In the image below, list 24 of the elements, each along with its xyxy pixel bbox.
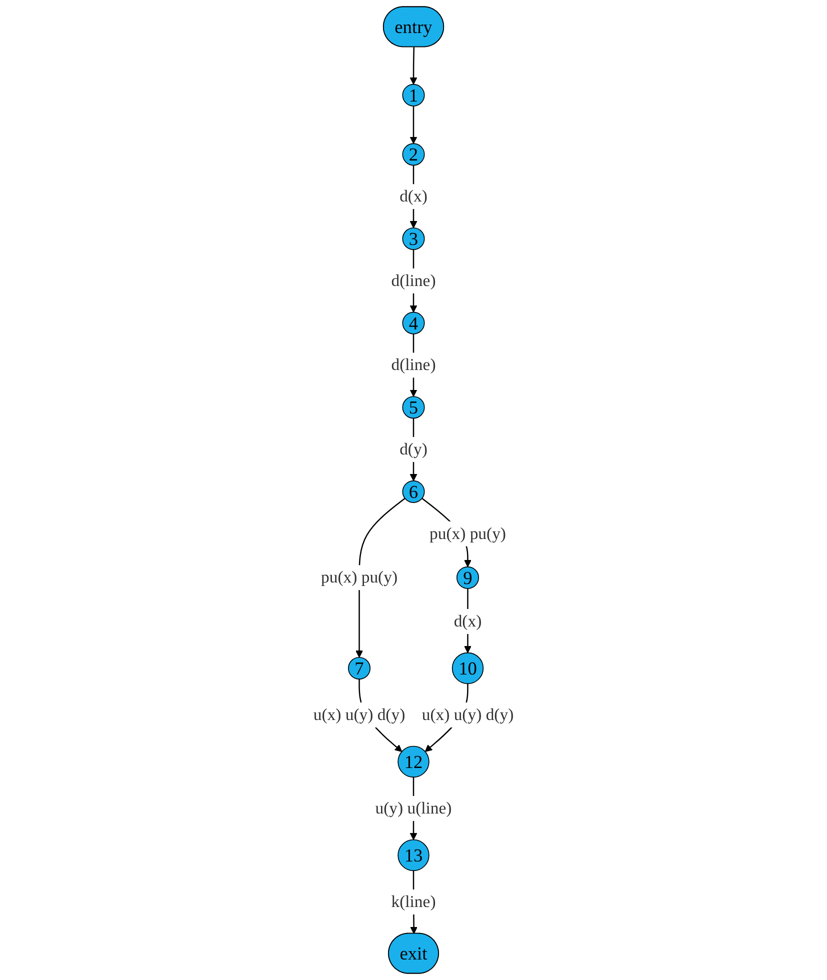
arrow <box>410 106 418 144</box>
node-circle: 12 <box>398 746 430 778</box>
edge-label: pu(x) pu(y) <box>321 568 398 587</box>
node-circle: 3 <box>402 227 425 250</box>
edge-label: d(line) <box>391 356 436 374</box>
node-circle: 9 <box>456 566 480 589</box>
edge-label: u(y) u(line) <box>375 799 452 818</box>
edge-label: k(line) <box>391 892 436 912</box>
arrow <box>410 47 418 85</box>
edge-label: d(x) <box>400 187 428 206</box>
node-circle: 7 <box>348 656 371 680</box>
edge-label: d(x) <box>454 612 482 631</box>
edge-label: d(y) <box>400 440 428 459</box>
node-circle: 10 <box>452 652 484 684</box>
edge-label: u(x) u(y) d(y) <box>422 706 514 724</box>
node-circle: 5 <box>402 396 425 419</box>
edge-label: pu(x) pu(y) <box>429 524 506 544</box>
edge-label: u(x) u(y) d(y) <box>313 706 406 724</box>
node-circle: 13 <box>398 839 430 872</box>
node-circle: 4 <box>402 312 425 334</box>
node-circle: 1 <box>402 84 425 106</box>
node-circle: 6 <box>402 480 425 503</box>
edge-label: d(line) <box>391 272 436 290</box>
node-circle: 2 <box>402 143 425 166</box>
